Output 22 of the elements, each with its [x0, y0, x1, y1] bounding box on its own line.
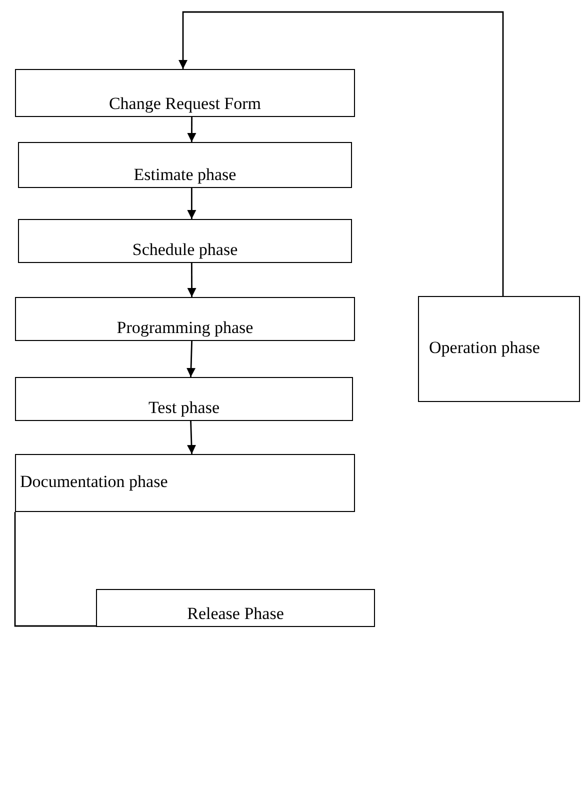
step-label: Estimate phase: [134, 164, 236, 185]
arrow: [187, 263, 196, 297]
arrow: [187, 117, 196, 142]
process-box: [418, 296, 580, 402]
arrow: [187, 188, 196, 219]
step-label: Programming phase: [116, 318, 254, 338]
step-label: Test phase: [148, 398, 220, 418]
process-box: [96, 589, 375, 627]
process-box: [15, 377, 353, 421]
step-label: Schedule phase: [132, 240, 238, 260]
process-box: [18, 142, 352, 188]
arrow: [187, 420, 196, 454]
arrow: [186, 340, 196, 378]
process-box: [15, 454, 355, 512]
process-box: [18, 219, 352, 263]
step-label: Documentation phase: [20, 472, 168, 492]
step-label: Release Phase: [187, 604, 284, 624]
process-box: [15, 297, 355, 341]
step-label: Operation phase: [429, 337, 540, 360]
step-label: Change Request Form: [108, 94, 262, 114]
process-box: [15, 69, 355, 117]
arrow: [178, 11, 504, 296]
